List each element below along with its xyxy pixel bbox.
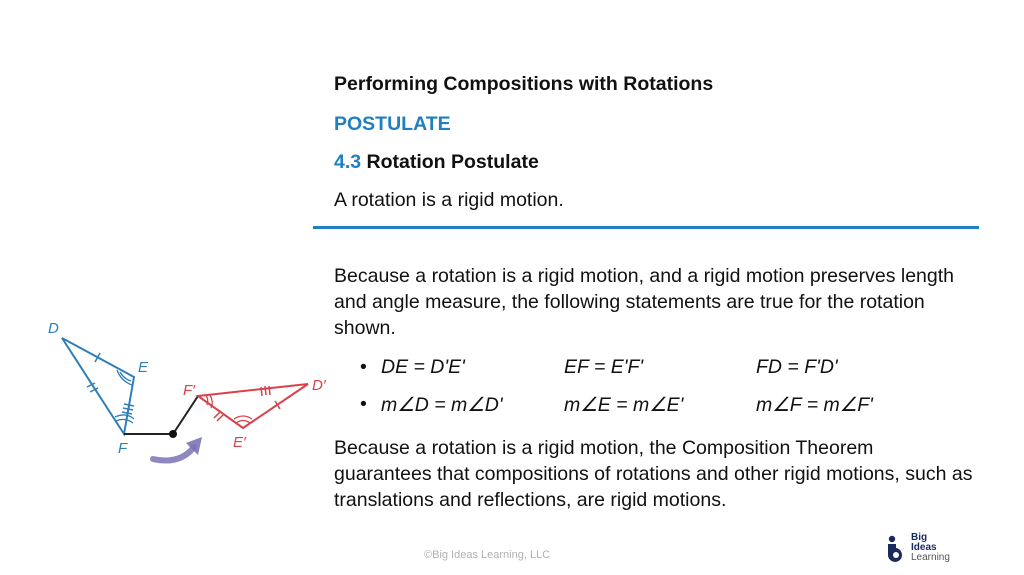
logo-icon <box>888 535 902 562</box>
angle-arc <box>116 369 133 386</box>
postulate-number: 4.3 <box>334 151 362 173</box>
tick-mark <box>89 387 99 393</box>
divider-line <box>313 226 979 229</box>
bullet-glyph: • <box>360 393 367 415</box>
angle-arc <box>115 418 134 424</box>
tick-mark <box>94 352 101 363</box>
big-ideas-logo: Big Ideas Learning <box>885 531 965 567</box>
tick-mark <box>123 403 135 407</box>
vertex-label-f-prime: F′ <box>183 382 196 399</box>
angle-arc <box>233 415 253 420</box>
equation: FD = F'D' <box>756 356 838 378</box>
copyright-notice: ©Big Ideas Learning, LLC <box>424 549 551 561</box>
equation: EF = E'F' <box>564 356 644 378</box>
rotation-arrow <box>150 444 197 464</box>
logo-line: Learning <box>911 552 950 563</box>
postulate-statement: A rotation is a rigid motion. <box>334 189 564 211</box>
angle-arc <box>114 414 135 420</box>
logo-line: Big <box>911 532 928 543</box>
tick-mark <box>216 413 225 422</box>
tick-mark <box>122 407 134 411</box>
rotation-arrow-head <box>186 437 202 455</box>
angle-arc <box>205 394 209 406</box>
vertex-label-f: F <box>118 440 128 457</box>
triangle-d-prime-e-prime-f-prime <box>195 383 309 430</box>
rotation-center-point <box>169 430 177 438</box>
equation: DE = D'E' <box>381 356 465 378</box>
vertex-label-e-prime: E′ <box>233 434 247 451</box>
angle-arc <box>209 394 213 409</box>
angle-arc <box>119 371 132 382</box>
tick-mark <box>213 410 222 419</box>
rotation-figure: D E F F′ D′ E′ <box>48 320 327 464</box>
vertex-label-e: E <box>138 359 149 376</box>
postulate-title: 4.3 Rotation Postulate <box>334 151 539 174</box>
composition-paragraph: Because a rotation is a rigid motion, th… <box>334 437 973 511</box>
equation: m∠F = m∠F' <box>756 394 873 416</box>
tick-mark <box>86 382 96 388</box>
tick-mark <box>121 411 133 415</box>
tick-mark <box>268 385 271 396</box>
logo-wordmark: Big Ideas Learning <box>911 533 950 563</box>
tick-mark <box>274 400 281 410</box>
vertex-label-d: D <box>48 320 59 337</box>
postulate-heading: POSTULATE <box>334 113 451 135</box>
tick-mark <box>264 385 267 396</box>
equation: m∠D = m∠D' <box>381 394 503 416</box>
vertex-label-d-prime: D′ <box>312 377 327 394</box>
tick-mark <box>260 386 263 397</box>
bullet-glyph: • <box>360 356 367 378</box>
explanation-paragraph: Because a rotation is a rigid motion, an… <box>334 265 955 339</box>
rotation-connector <box>124 395 199 435</box>
equation: m∠E = m∠E' <box>564 394 684 416</box>
slide-title: Performing Compositions with Rotations <box>334 73 714 95</box>
postulate-name: Rotation Postulate <box>366 151 539 173</box>
angle-arc <box>235 419 251 424</box>
logo-line: Ideas <box>911 542 937 553</box>
